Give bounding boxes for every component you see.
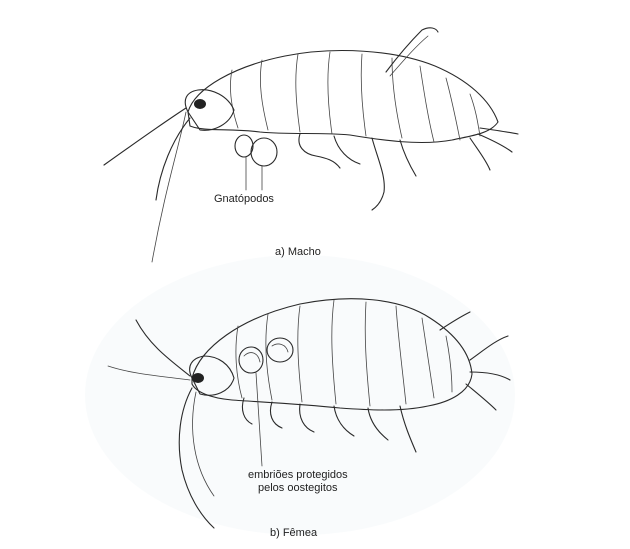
embryos-label-line2: pelos oostegitos	[258, 482, 338, 495]
female-caption: b) Fêmea	[270, 527, 317, 539]
male-amphipod-drawing	[104, 28, 518, 262]
embryos-label-line1: embriões protegidos	[248, 469, 348, 482]
male-caption: a) Macho	[275, 246, 321, 258]
gnathopods-label: Gnatópodos	[214, 193, 274, 206]
